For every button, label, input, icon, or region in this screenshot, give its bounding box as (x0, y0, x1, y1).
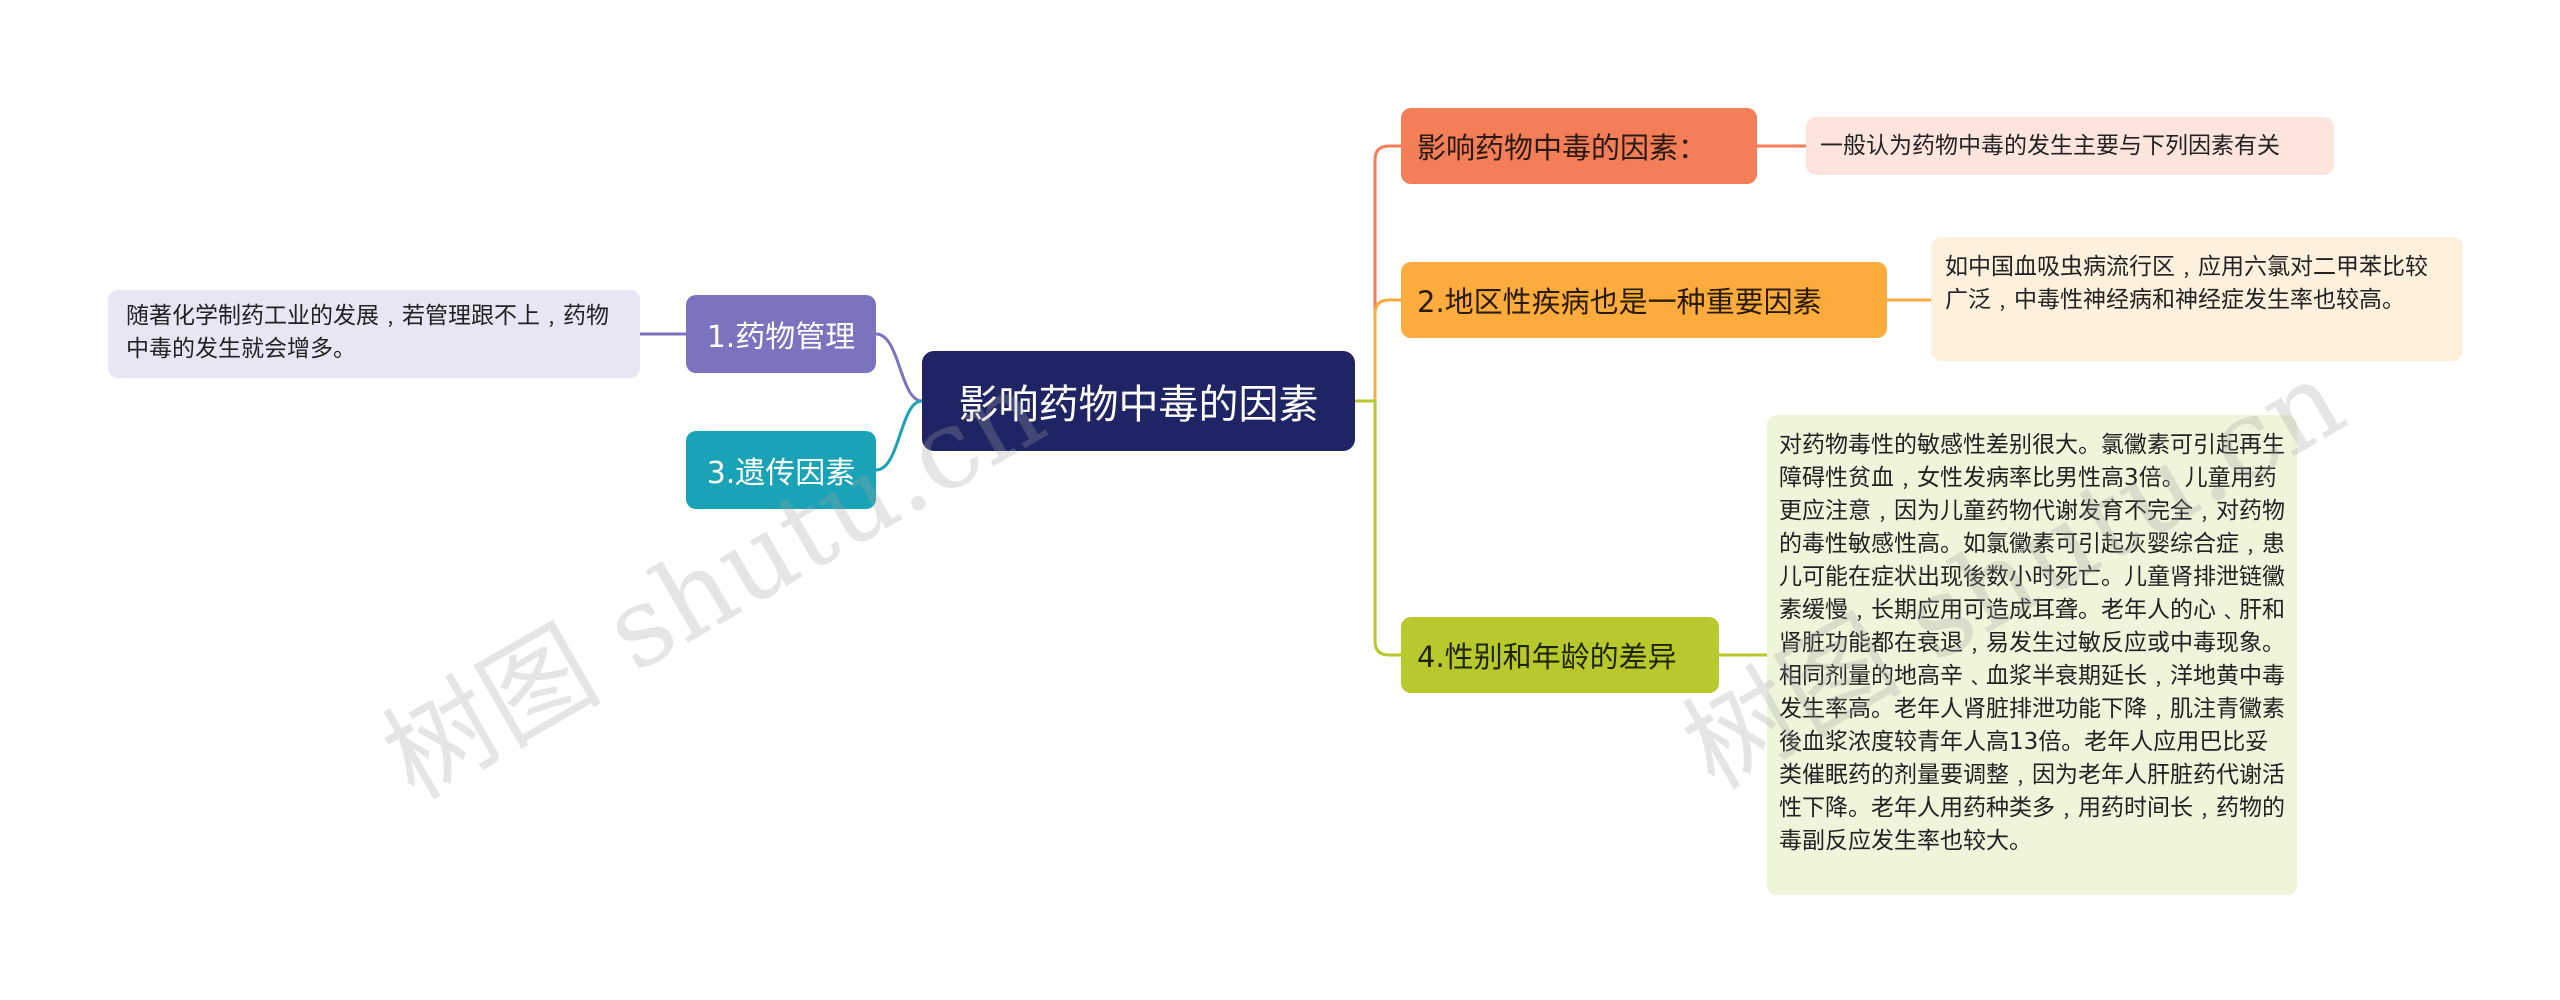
branch-label: 1.药物管理 (706, 320, 856, 355)
note-drug-management[interactable]: 随著化学制药工业的发展﹐若管理跟不上﹐药物中毒的发生就会增多。 (108, 290, 640, 378)
connector-root-to-b1 (875, 332, 923, 403)
branch-label: 影响药物中毒的因素： (1417, 131, 1708, 165)
branch-label: 2.地区性疾病也是一种重要因素 (1417, 285, 1822, 319)
connector-root-to-r4 (1355, 399, 1401, 657)
branch-regional-disease[interactable]: 2.地区性疾病也是一种重要因素 (1401, 262, 1887, 338)
note-text: 一般认为药物中毒的发生主要与下列因素有关 (1820, 132, 2280, 159)
note-factors-intro[interactable]: 一般认为药物中毒的发生主要与下列因素有关 (1806, 117, 2334, 175)
branch-factors-intro[interactable]: 影响药物中毒的因素： (1401, 108, 1757, 184)
note-regional-disease[interactable]: 如中国血吸虫病流行区﹐应用六氯对二甲苯比较广泛﹐中毒性神经病和神经症发生率也较高… (1931, 237, 2463, 361)
note-text: 如中国血吸虫病流行区﹐应用六氯对二甲苯比较广泛﹐中毒性神经病和神经症发生率也较高… (1945, 254, 2428, 313)
root-topic-label: 影响药物中毒的因素 (958, 382, 1319, 428)
note-sex-age-difference[interactable]: 对药物毒性的敏感性差别很大。氯黴素可引起再生障碍性贫血﹐女性发病率比男性高3倍。… (1767, 415, 2297, 895)
connector-root-to-r1 (1355, 144, 1401, 403)
note-text: 对药物毒性的敏感性差别很大。氯黴素可引起再生障碍性贫血﹐女性发病率比男性高3倍。… (1779, 432, 2285, 854)
connector-root-to-b3 (875, 399, 923, 472)
connector-root-to-r2 (1355, 298, 1401, 403)
branch-sex-age-difference[interactable]: 4.性别和年龄的差异 (1401, 617, 1719, 693)
branch-label: 3.遗传因素 (706, 456, 856, 491)
branch-label: 4.性别和年龄的差异 (1417, 640, 1677, 674)
branch-drug-management[interactable]: 1.药物管理 (686, 295, 876, 373)
root-topic[interactable]: 影响药物中毒的因素 (922, 351, 1355, 451)
note-text: 随著化学制药工业的发展﹐若管理跟不上﹐药物中毒的发生就会增多。 (126, 303, 609, 362)
branch-genetic-factors[interactable]: 3.遗传因素 (686, 431, 876, 509)
